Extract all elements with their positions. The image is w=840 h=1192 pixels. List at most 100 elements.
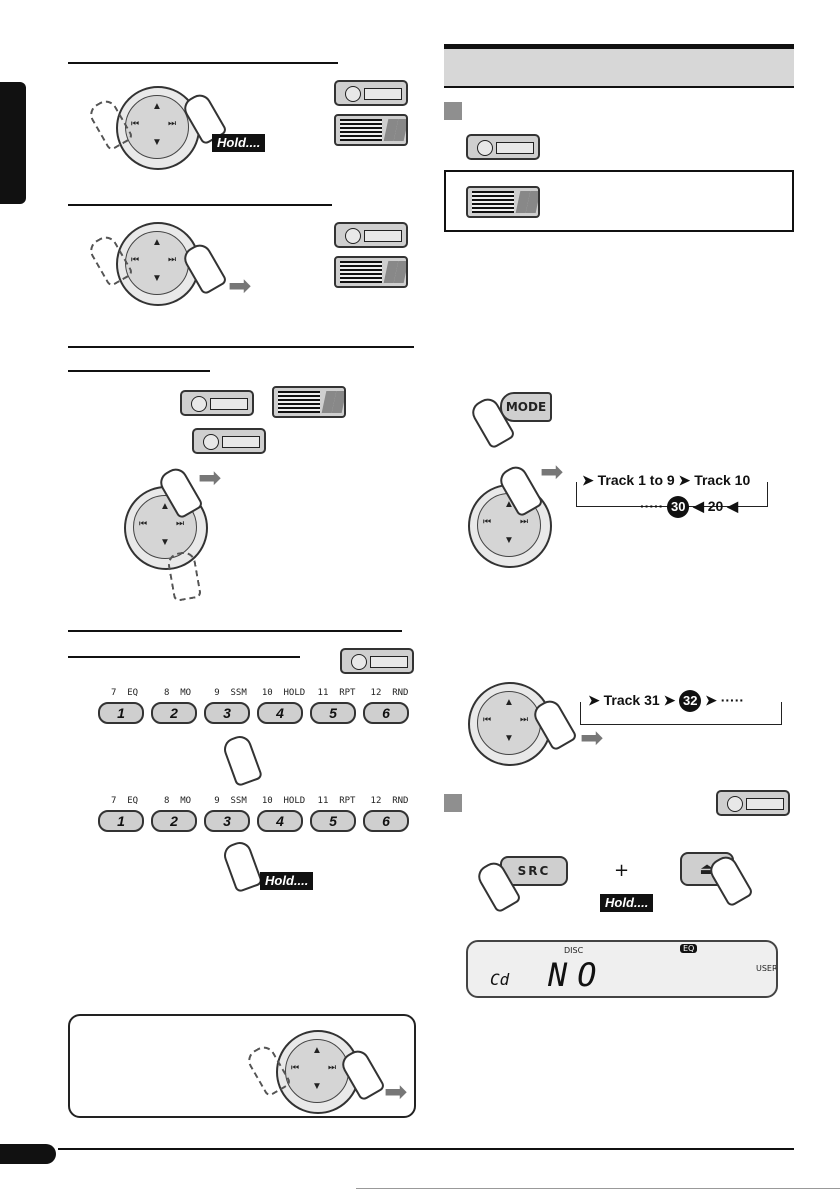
preset-button-1[interactable]: 1 xyxy=(98,810,144,832)
preset-label: 12 RND xyxy=(370,688,409,698)
track-flow-2: ➤ Track 31 ➤ 32 ➤ ····· xyxy=(588,690,744,712)
track-label: Track 31 xyxy=(603,692,660,708)
preset-label: 9 SSM xyxy=(214,796,247,806)
down-icon: ▼ xyxy=(312,1081,322,1092)
preset-label: 7 EQ xyxy=(110,796,139,806)
up-icon: ▲ xyxy=(160,501,170,512)
preset-label: 10 HOLD xyxy=(261,688,306,698)
display-message: NO EJECT xyxy=(548,956,684,996)
preset-label: 12 RND xyxy=(370,796,409,806)
note-box xyxy=(444,170,794,232)
prev-icon: ⏮ xyxy=(131,118,140,128)
track-flow-end: ····· 30 ◀ 20 ◀ xyxy=(640,496,738,518)
preset-button-2[interactable]: 2 xyxy=(151,810,197,832)
arrow-icon: ➡ xyxy=(580,722,604,753)
cd-source-icon xyxy=(180,390,254,416)
hold-badge: Hold.... xyxy=(260,872,314,891)
cd-changer-icon xyxy=(272,386,346,418)
section-rule xyxy=(68,370,210,372)
cd-source-icon xyxy=(466,134,540,160)
preset-button-6[interactable]: 6 xyxy=(363,810,409,832)
arrow-icon: ➡ xyxy=(198,462,222,493)
next-icon: ⏭ xyxy=(176,518,185,528)
preset-secondary-labels: 7 EQ 8 MO 9 SSM 10 HOLD 11 RPT 12 RND xyxy=(98,688,416,698)
track-label: 20 xyxy=(707,498,724,514)
section-rule xyxy=(68,346,414,348)
preset-secondary-labels: 7 EQ 8 MO 9 SSM 10 HOLD 11 RPT 12 RND xyxy=(98,796,416,806)
user-indicator: USER xyxy=(756,964,778,973)
cd-source-icon xyxy=(192,428,266,454)
up-icon: ▲ xyxy=(504,697,514,708)
preset-label: 7 EQ xyxy=(110,688,139,698)
prev-icon: ⏮ xyxy=(483,714,492,724)
track-number-badge: 30 xyxy=(667,496,690,518)
plus-sign: + xyxy=(614,860,630,881)
next-icon: ⏭ xyxy=(168,118,177,128)
next-icon: ⏭ xyxy=(168,254,177,264)
preset-button-3[interactable]: 3 xyxy=(204,702,250,724)
prev-icon: ⏮ xyxy=(291,1062,300,1072)
down-icon: ▼ xyxy=(152,137,162,148)
up-icon: ▲ xyxy=(312,1045,322,1056)
cd-source-icon xyxy=(334,222,408,248)
preset-button-3[interactable]: 3 xyxy=(204,810,250,832)
prev-icon: ⏮ xyxy=(483,516,492,526)
footer-rule xyxy=(58,1148,794,1150)
preset-button-4[interactable]: 4 xyxy=(257,702,303,724)
step-marker xyxy=(444,102,462,120)
source-indicator: Cd xyxy=(490,970,510,989)
down-icon: ▼ xyxy=(160,537,170,548)
disc-indicator: DISC xyxy=(564,946,584,955)
section-rule xyxy=(68,656,300,658)
tip-box xyxy=(68,1014,416,1118)
down-icon: ▼ xyxy=(504,535,514,546)
step-marker xyxy=(444,794,462,812)
preset-button-5[interactable]: 5 xyxy=(310,702,356,724)
preset-button-5[interactable]: 5 xyxy=(310,810,356,832)
control-dial[interactable]: ▲ ▼ ⏮ ⏭ xyxy=(276,1030,360,1114)
section-rule xyxy=(68,630,402,632)
track-label: Track 10 xyxy=(694,472,751,488)
finger-illustration xyxy=(220,732,264,788)
hold-badge: Hold.... xyxy=(212,134,266,153)
preset-buttons-row: 7 EQ 8 MO 9 SSM 10 HOLD 11 RPT 12 RND 1 … xyxy=(98,796,416,832)
arrow-icon: ➡ xyxy=(384,1076,408,1107)
lcd-display: DISC EQ USER Cd NO EJECT xyxy=(466,940,778,998)
prev-icon: ⏮ xyxy=(139,518,148,528)
ellipsis: ····· xyxy=(720,692,745,708)
up-icon: ▲ xyxy=(152,101,162,112)
cd-source-icon xyxy=(716,790,790,816)
section-rule xyxy=(68,204,332,206)
ellipsis: ····· xyxy=(640,498,664,514)
cd-source-icon xyxy=(334,80,408,106)
preset-button-4[interactable]: 4 xyxy=(257,810,303,832)
next-icon: ⏭ xyxy=(520,714,529,724)
preset-button-6[interactable]: 6 xyxy=(363,702,409,724)
preset-label: 10 HOLD xyxy=(261,796,306,806)
preset-label: 8 MO xyxy=(163,796,192,806)
prev-icon: ⏮ xyxy=(131,254,140,264)
cd-changer-icon xyxy=(334,256,408,288)
down-icon: ▼ xyxy=(152,273,162,284)
preset-label: 8 MO xyxy=(163,688,192,698)
arrow-icon: ➡ xyxy=(228,270,252,301)
up-icon: ▲ xyxy=(504,499,514,510)
section-header-bar xyxy=(444,44,794,88)
preset-button-2[interactable]: 2 xyxy=(151,702,197,724)
next-icon: ⏭ xyxy=(328,1062,337,1072)
arrow-icon: ➡ xyxy=(540,456,564,487)
footer-line xyxy=(356,1188,840,1189)
next-icon: ⏭ xyxy=(520,516,529,526)
finger-illustration xyxy=(166,549,202,603)
hold-badge: Hold.... xyxy=(600,894,654,913)
up-icon: ▲ xyxy=(152,237,162,248)
track-flow-start: ➤ Track 1 to 9 ➤ Track 10 xyxy=(582,472,751,488)
preset-button-1[interactable]: 1 xyxy=(98,702,144,724)
cd-source-icon xyxy=(340,648,414,674)
section-rule xyxy=(68,62,338,64)
track-label: Track 1 to 9 xyxy=(597,472,675,488)
preset-label: 11 RPT xyxy=(317,796,356,806)
cd-changer-icon xyxy=(466,186,540,218)
mode-button[interactable]: MODE xyxy=(500,392,552,422)
down-icon: ▼ xyxy=(504,733,514,744)
